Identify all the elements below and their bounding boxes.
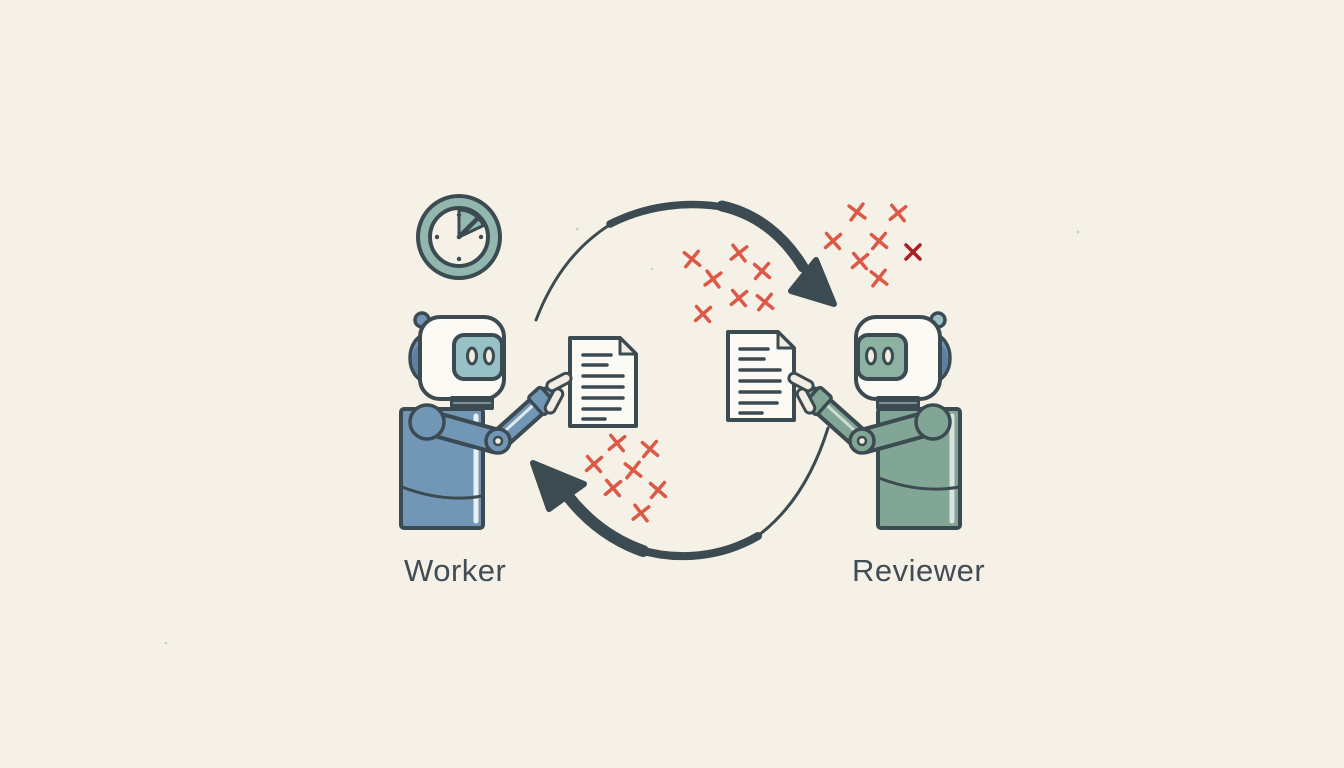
reviewer-label: Reviewer <box>852 553 986 588</box>
reviewer-robot <box>802 311 962 530</box>
clock-icon <box>416 194 502 280</box>
visor <box>856 333 908 381</box>
arrowhead <box>530 460 587 512</box>
x-mark-icon <box>869 268 889 288</box>
x-mark-icon <box>623 460 643 480</box>
page <box>568 336 638 428</box>
x-mark-icon <box>631 503 651 523</box>
worker-robot <box>399 311 558 530</box>
document-lines-reviewer <box>738 347 782 415</box>
clock-ticks <box>434 212 484 262</box>
document-lines-worker <box>581 353 625 421</box>
shoulder-joint <box>914 403 952 441</box>
torso-seam <box>400 485 484 500</box>
reviewer-document-icon <box>726 330 796 422</box>
x-mark-icon <box>607 433 627 453</box>
x-mark-icon <box>640 439 660 459</box>
x-mark-icon <box>729 288 749 308</box>
visor <box>452 333 504 381</box>
eye <box>865 346 877 366</box>
x-mark-icon <box>584 454 604 474</box>
eye <box>483 346 495 366</box>
x-mark-icon <box>847 202 867 222</box>
clock-hand <box>456 216 480 240</box>
x-mark-icon <box>693 304 713 324</box>
x-mark-icon <box>648 480 668 500</box>
worker-gripper <box>527 371 573 417</box>
paper-speckles <box>164 227 1080 645</box>
x-mark-icon <box>703 269 723 289</box>
error-marks-bottom <box>584 433 668 523</box>
reviewer-gripper <box>787 371 833 417</box>
worker-label: Worker <box>404 553 507 588</box>
x-mark-icon <box>682 249 702 269</box>
eye <box>882 346 894 366</box>
dog-ear <box>776 330 796 350</box>
worker-document-icon <box>568 336 638 428</box>
x-mark-icon <box>904 243 922 261</box>
x-mark-icon <box>888 203 908 223</box>
cycle-arrow-top <box>534 200 837 322</box>
eye <box>466 346 478 366</box>
x-mark-icon <box>869 231 889 251</box>
shoulder-joint <box>408 403 446 441</box>
x-mark-icon <box>603 478 623 498</box>
x-mark-icon <box>755 292 775 312</box>
dog-ear <box>618 336 638 356</box>
arrowhead <box>788 257 837 307</box>
error-marks-top <box>682 202 922 324</box>
x-mark-icon <box>752 261 772 281</box>
x-mark-icon <box>823 231 843 251</box>
x-mark-icon <box>729 243 749 263</box>
cycle-arrow-bottom <box>530 426 830 561</box>
x-mark-icon <box>850 251 870 271</box>
torso-seam <box>877 476 961 491</box>
